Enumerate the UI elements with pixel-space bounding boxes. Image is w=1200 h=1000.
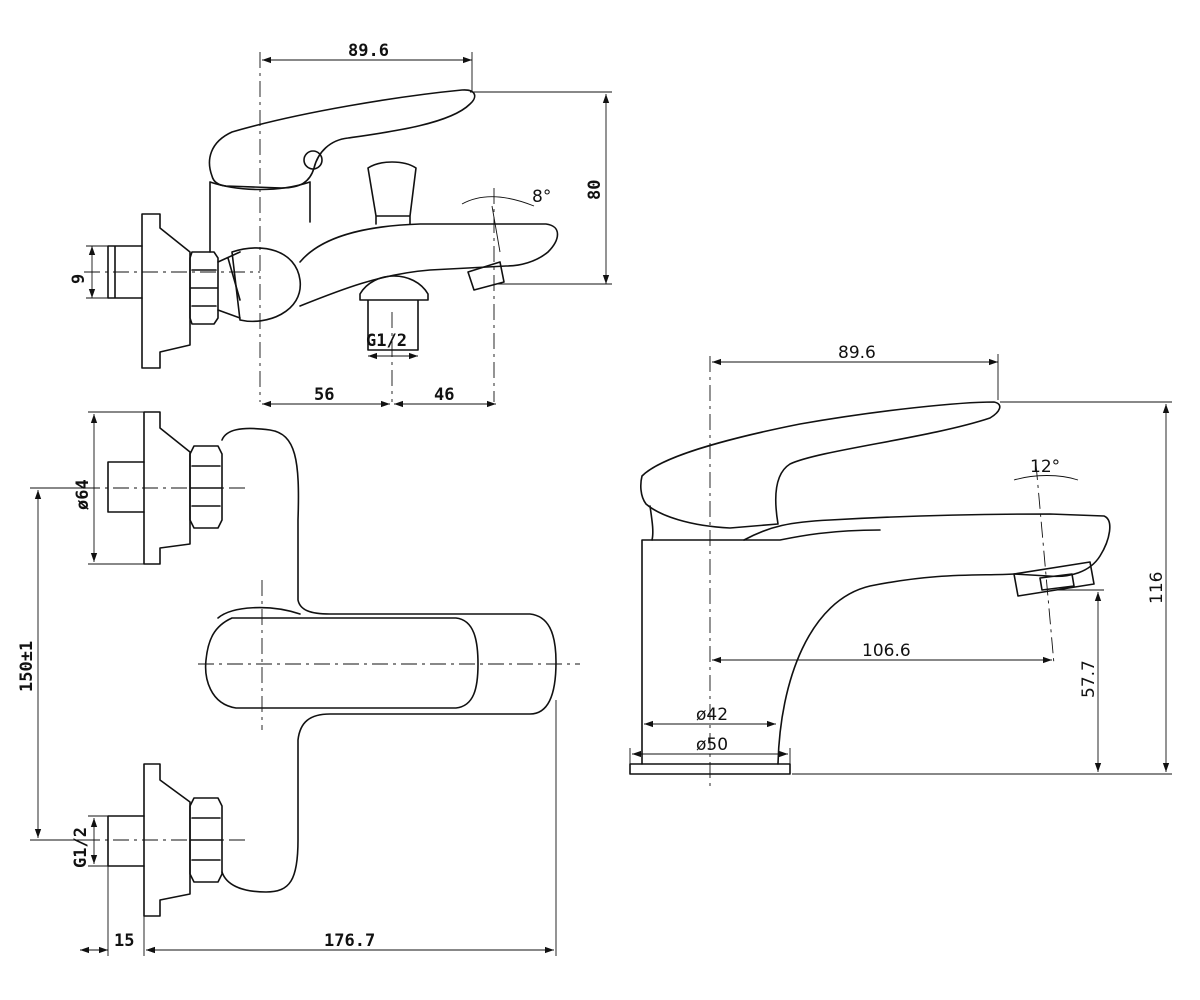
diverter-knob xyxy=(367,161,417,225)
spout xyxy=(299,223,559,307)
top-flange-label: ø64 xyxy=(73,479,93,510)
base-plate xyxy=(629,763,791,775)
inlet-pipe xyxy=(107,245,143,299)
basin-spout-height-label: 57.7 xyxy=(1079,660,1099,698)
upper-flange xyxy=(143,411,191,565)
side-right-offset-label: 46 xyxy=(434,385,454,405)
top-handle xyxy=(204,606,479,709)
side-height-label: 80 xyxy=(585,180,605,200)
basin-height-ext xyxy=(792,401,1172,775)
wall-flange xyxy=(141,213,191,369)
top-centers-ext xyxy=(30,487,84,841)
basin-view: 89.6 12° 106.6 116 57.7 ø42 ø50 xyxy=(629,343,1172,790)
top-view: ø64 150±1 G1/2 15 176.7 xyxy=(17,411,580,956)
basin-spout-axis xyxy=(1035,463,1055,665)
side-pipe-label: 9 xyxy=(69,274,89,284)
vertical-body xyxy=(221,427,557,893)
aerator xyxy=(467,261,505,291)
side-height-ext xyxy=(470,91,612,285)
upper-inlet-pipe xyxy=(107,461,145,513)
side-pipe-ext xyxy=(86,245,108,299)
tilt-ray xyxy=(491,205,501,253)
basin-base-ext xyxy=(629,748,791,764)
basin-spout xyxy=(743,513,1111,578)
lower-flange xyxy=(143,763,191,917)
top-flange-ext xyxy=(88,411,144,565)
top-wall-depth-label: 15 xyxy=(114,931,134,951)
side-left-offset-label: 56 xyxy=(314,385,334,405)
top-inlet-ext xyxy=(88,815,108,867)
tilt-arc xyxy=(461,196,535,207)
basin-body-dia-label: ø42 xyxy=(696,705,728,725)
basin-base-dia-label: ø50 xyxy=(696,735,728,755)
top-projection-label: 176.7 xyxy=(324,931,375,951)
lever-handle xyxy=(208,89,476,189)
basin-body xyxy=(641,529,1015,765)
top-inlet-label: G1/2 xyxy=(71,827,91,868)
basin-angle-label: 12° xyxy=(1030,457,1060,477)
side-view: 89.6 80 8° 9 G1/2 56 46 xyxy=(69,41,612,408)
side-width-label: 89.6 xyxy=(348,41,389,61)
basin-width-label: 89.6 xyxy=(838,343,876,363)
basin-aerator xyxy=(1013,561,1095,597)
basin-reach-label: 106.6 xyxy=(862,641,911,661)
side-outlet-label: G1/2 xyxy=(366,331,407,351)
basin-height-label: 116 xyxy=(1147,572,1167,604)
top-centers-label: 150±1 xyxy=(17,641,37,692)
top-bottom-ext xyxy=(107,700,557,956)
mixer-body xyxy=(231,247,301,323)
handle-pivot xyxy=(303,150,323,170)
shower-outlet xyxy=(359,275,429,351)
basin-angle-arc xyxy=(1013,475,1079,481)
basin-lever-shadow xyxy=(649,505,654,541)
basin-lever xyxy=(640,401,1001,529)
upper-hex-nut xyxy=(189,445,223,529)
lower-inlet-pipe xyxy=(107,815,145,867)
eccentric-connector xyxy=(217,251,241,319)
side-tilt-label: 8° xyxy=(532,187,551,207)
hex-nut xyxy=(189,251,219,325)
